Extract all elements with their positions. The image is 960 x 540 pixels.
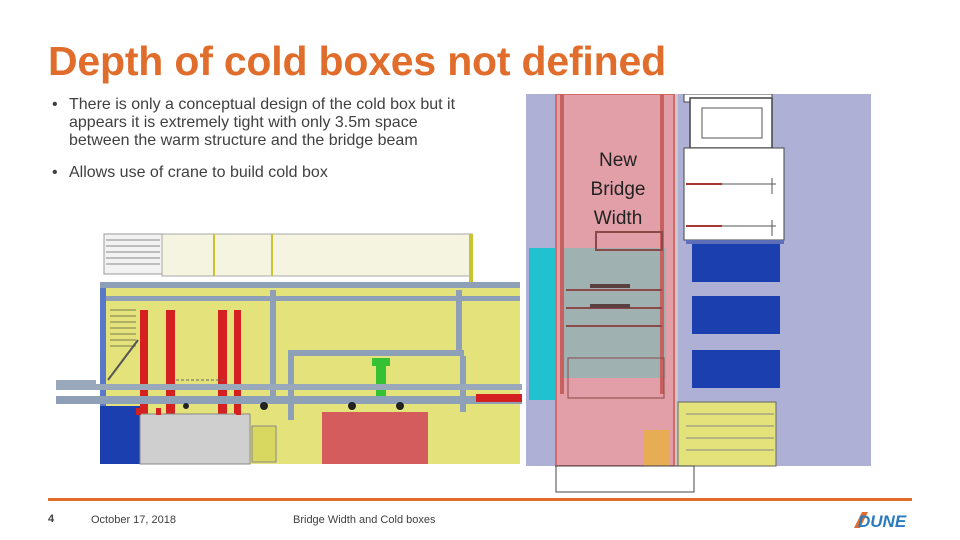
bullet-marker: • [52, 164, 58, 181]
cad-elevation-drawing [56, 230, 522, 466]
new-bridge-width-label: New Bridge Width [578, 146, 658, 233]
footer-topic: Bridge Width and Cold boxes [293, 514, 436, 526]
footer-divider [48, 498, 912, 501]
cad-plan-drawing [526, 94, 872, 494]
page-number: 4 [48, 513, 55, 525]
overlay-label-line: Bridge [590, 179, 646, 200]
overlay-label-line: New [598, 150, 637, 171]
footer-date: October 17, 2018 [91, 514, 177, 526]
logo-text: DUNE [858, 512, 907, 531]
dune-logo: DUNE [854, 512, 907, 531]
bullet-text: There is only a conceptual design of the… [69, 96, 456, 149]
bullet-item: • There is only a conceptual design of th… [50, 96, 480, 150]
bullet-text: Allows use of crane to build cold box [69, 164, 328, 181]
bullet-marker: • [52, 96, 58, 113]
slide-title: Depth of cold boxes not defined [48, 38, 666, 84]
bullet-item: • Allows use of crane to build cold box [50, 164, 480, 182]
overlay-label-line: Width [593, 208, 643, 229]
bullet-list: • There is only a conceptual design of th… [50, 96, 480, 196]
